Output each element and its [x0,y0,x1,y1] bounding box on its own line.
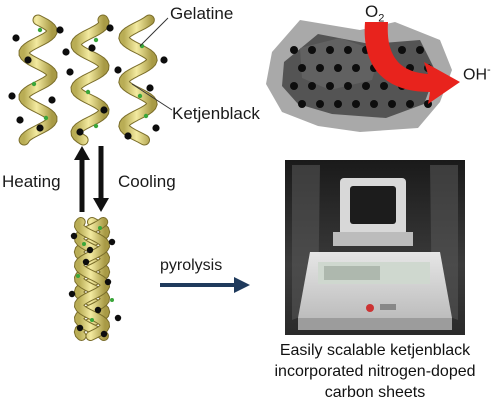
helix-strand [119,15,157,145]
ketjenblack-particle [290,46,298,54]
ketjenblack-particle [152,124,160,132]
carbon-sheet-illustration [266,20,452,132]
heating-arrow [74,146,90,212]
ketjenblack-pointer-line [131,83,173,111]
ketjenblack-particle [36,124,44,132]
helix-strand [74,218,110,340]
ketjenblack-particle [344,82,352,90]
nitrogen-atom [93,123,99,129]
ketjenblack-particle [76,128,84,136]
oxygen-subscript: 2 [378,12,385,25]
pyrolysis-label: pyrolysis [160,257,223,274]
gelatine-triple-helix [68,217,122,341]
ketjenblack-particle [104,278,112,286]
nitrogen-atom [90,318,94,322]
ketjenblack-particle [316,64,324,72]
ketjenblack-particle [100,330,108,338]
ketjenblack-particle [308,46,316,54]
nitrogen-atom [37,27,43,33]
ketjenblack-particle [290,82,298,90]
ketjenblack-particle [8,92,16,100]
ketjenblack-particle [326,82,334,90]
gelatine-pointer-line [139,17,169,47]
ketjenblack-particle [124,132,132,140]
ketjenblack-particle [160,56,168,64]
nitrogen-atom [137,93,143,99]
ketjenblack-particle [62,48,70,56]
helix-strand [75,218,109,340]
ketjenblack-particle [388,100,396,108]
gelatine-strands-separated [8,14,168,146]
oxygen-symbol: O [365,2,379,21]
caption-line-3: carbon sheets [324,384,426,401]
ketjenblack-particle [398,46,406,54]
ketjenblack-particle [114,314,122,322]
ketjenblack-particle [344,46,352,54]
ketjenblack-particle [24,56,32,64]
ketjenblack-particle [370,100,378,108]
ketjenblack-particle [48,96,56,104]
ketjenblack-particle [108,238,116,246]
cooling-label: Cooling [118,172,176,191]
ketjenblack-particle [106,24,114,32]
caption-line-1: Easily scalable ketjenblack [279,342,471,359]
ketjenblack-particle [352,100,360,108]
nitrogen-atom [43,115,49,121]
ketjenblack-particle [12,34,20,42]
ketjenblack-particle [308,82,316,90]
nitrogen-atom [93,37,99,43]
ketjenblack-particle [16,116,24,124]
ketjenblack-particle [70,232,78,240]
ketjenblack-particle [334,64,342,72]
ketjenblack-particle [416,46,424,54]
ketjenblack-particle [326,46,334,54]
oxygen-label: O2 [365,2,384,24]
nitrogen-atom [31,81,37,87]
ketjenblack-particle [316,100,324,108]
ketjenblack-particle [56,26,64,34]
hydroxide-superscript: - [487,64,491,76]
ketjenblack-particle [298,100,306,108]
ketjenblack-particle [68,290,76,298]
ketjenblack-particle [114,66,122,74]
hydroxide-label: OH- [463,64,491,84]
ketjenblack-particle [380,82,388,90]
ketjenblack-particle [82,258,90,266]
hydroxide-symbol: OH [463,66,487,84]
ketjenblack-particle [298,64,306,72]
ketjenblack-particle [362,82,370,90]
nitrogen-atom [98,226,102,230]
nitrogen-atom [76,274,80,278]
furnace-photo [285,160,465,335]
ketjenblack-particle [86,246,94,254]
cooling-arrow [93,146,109,212]
helix-strand [71,15,109,145]
ketjenblack-particle [406,100,414,108]
caption-line-2: incorporated nitrogen-doped [274,363,476,380]
ketjenblack-particle [146,84,154,92]
ketjenblack-particle [100,106,108,114]
oxygen-reduction-arrow [364,22,460,104]
ketjenblack-particle [352,64,360,72]
ketjenblack-label: Ketjenblack [172,104,260,123]
gelatine-label: Gelatine [170,4,234,23]
pyrolysis-arrow [160,277,250,293]
nitrogen-atom [82,242,86,246]
product-caption: Easily scalable ketjenblack incorporated… [240,340,500,403]
ketjenblack-particle [88,44,96,52]
helix-strand [19,15,57,145]
ketjenblack-particle [334,100,342,108]
nitrogen-atom [85,89,91,95]
nitrogen-atom [143,113,149,119]
ketjenblack-particle [94,306,102,314]
heating-label: Heating [2,172,61,191]
ketjenblack-particle [76,324,84,332]
nitrogen-atom [110,298,114,302]
ketjenblack-particle [66,68,74,76]
